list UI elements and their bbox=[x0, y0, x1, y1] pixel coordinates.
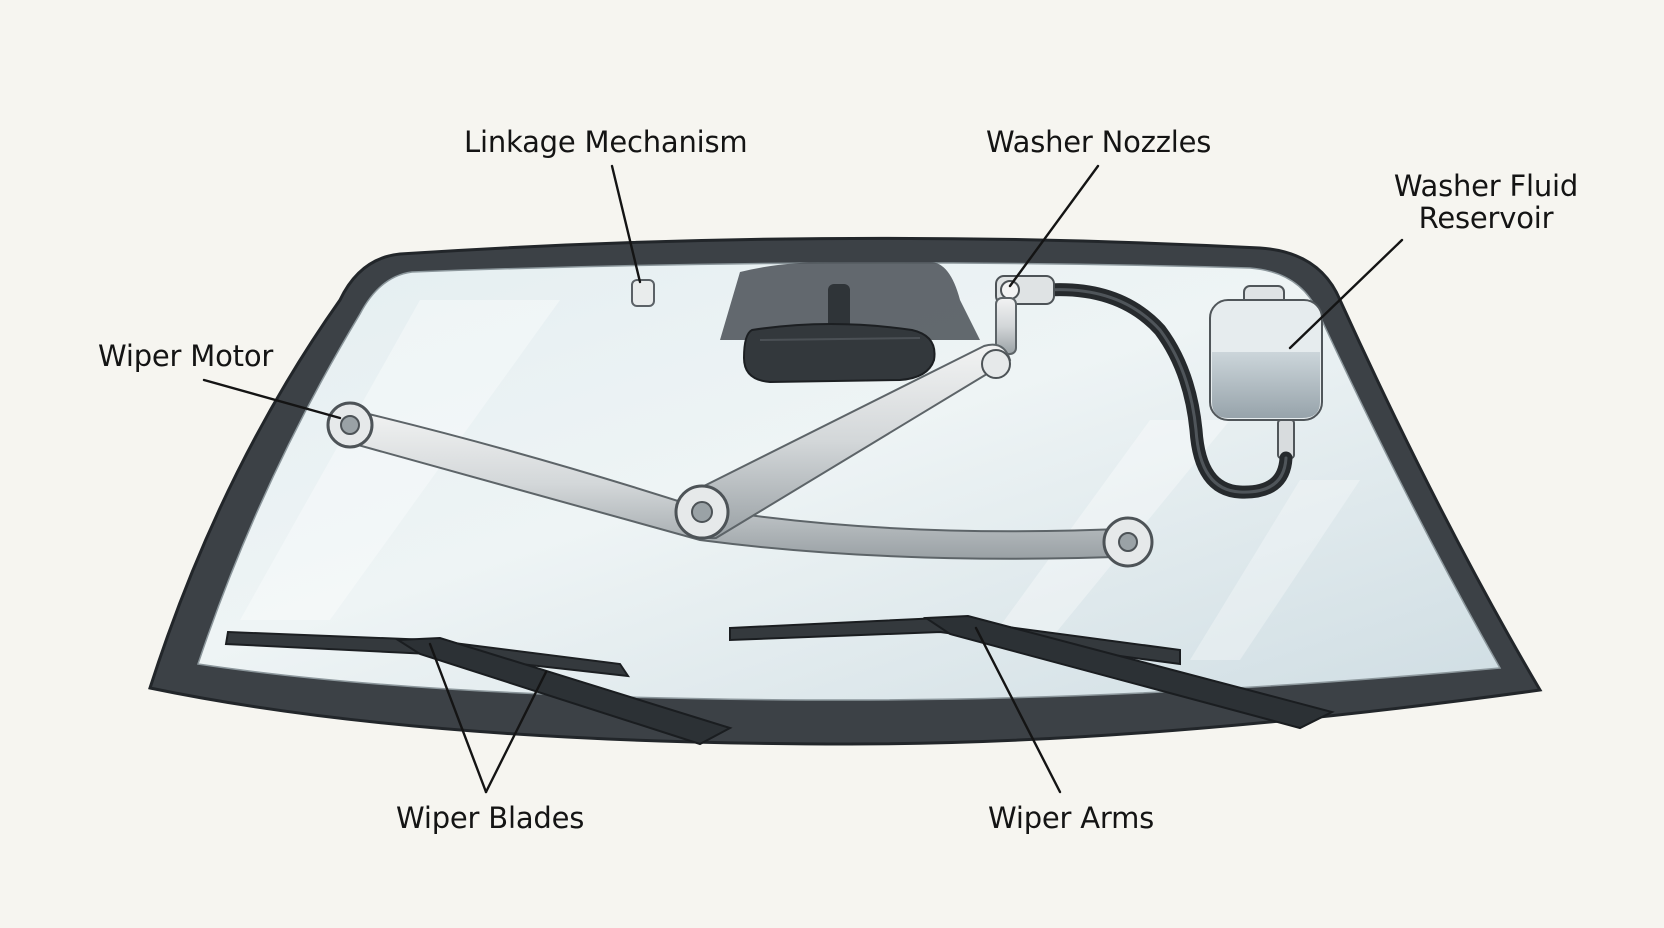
label-washer-nozzles: Washer Nozzles bbox=[986, 125, 1212, 159]
linkage-mount-nut bbox=[631, 279, 655, 307]
leader-arms bbox=[974, 626, 1062, 794]
leader-blades-2 bbox=[484, 670, 548, 794]
label-linkage-mechanism: Linkage Mechanism bbox=[464, 125, 748, 159]
label-washer-fluid-reservoir: Washer Fluid Reservoir bbox=[1380, 170, 1592, 234]
rearview-mirror-stem bbox=[828, 284, 850, 332]
leader-reservoir bbox=[1288, 238, 1404, 350]
label-washer-fluid-reservoir-line2: Reservoir bbox=[1418, 201, 1554, 235]
rearview-mirror bbox=[742, 323, 936, 384]
label-wiper-blades: Wiper Blades bbox=[396, 801, 585, 835]
label-wiper-motor: Wiper Motor bbox=[98, 339, 274, 373]
reservoir-fluid bbox=[1212, 352, 1320, 418]
label-wiper-arms: Wiper Arms bbox=[988, 801, 1155, 835]
glass-reflection bbox=[240, 300, 560, 620]
linkage-pivot-upper bbox=[981, 349, 1011, 379]
label-washer-fluid-reservoir-line1: Washer Fluid bbox=[1393, 169, 1579, 203]
leader-linkage bbox=[610, 164, 642, 284]
wiper-arm-right bbox=[922, 614, 1335, 730]
glass-reflection bbox=[1190, 480, 1360, 660]
leader-lines bbox=[202, 164, 1404, 794]
wiper-arm-left bbox=[394, 636, 733, 746]
leader-nozzles bbox=[1008, 164, 1100, 288]
leader-motor bbox=[202, 378, 342, 420]
leader-blades-1 bbox=[428, 642, 488, 794]
